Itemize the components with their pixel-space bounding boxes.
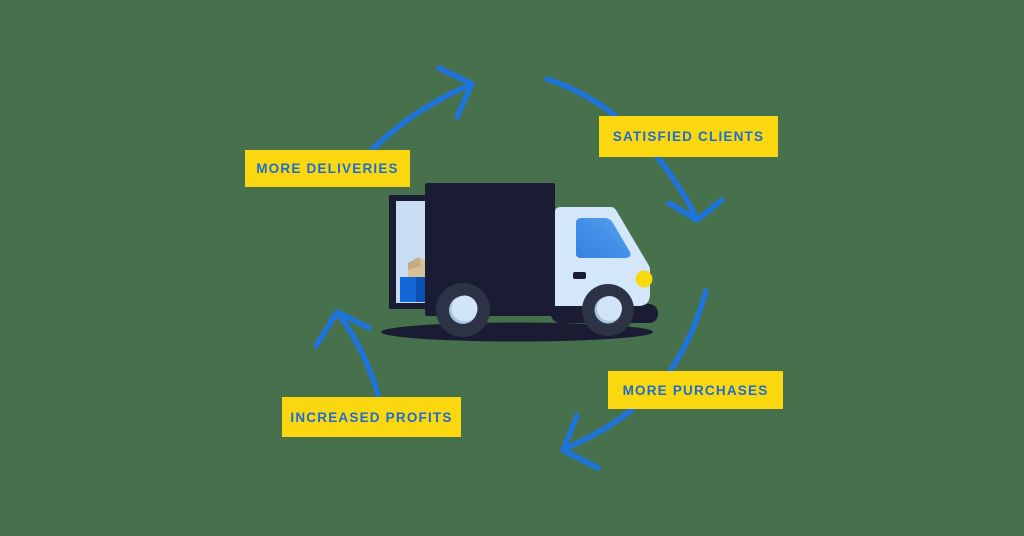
truck-window [576, 218, 631, 258]
truck-door-handle [573, 272, 586, 279]
label-increased-profits: INCREASED PROFITS [282, 397, 461, 437]
truck-rear-wheel [436, 283, 490, 337]
delivery-truck-icon [381, 183, 658, 342]
label-more-purchases: MORE PURCHASES [608, 371, 783, 409]
label-satisfied-clients: SATISFIED CLIENTS [599, 116, 778, 157]
cycle-arrow-left-icon [313, 309, 381, 398]
cargo-panel-bright [400, 277, 416, 302]
truck-headlight [635, 270, 653, 288]
truck-cargo-box [425, 183, 555, 316]
cardboard-box-fold [408, 257, 421, 270]
truck-front-wheel [582, 284, 634, 336]
cycle-arrow-top-icon [368, 65, 475, 154]
truck-open-back [389, 195, 430, 309]
label-more-deliveries: MORE DELIVERIES [245, 150, 410, 187]
